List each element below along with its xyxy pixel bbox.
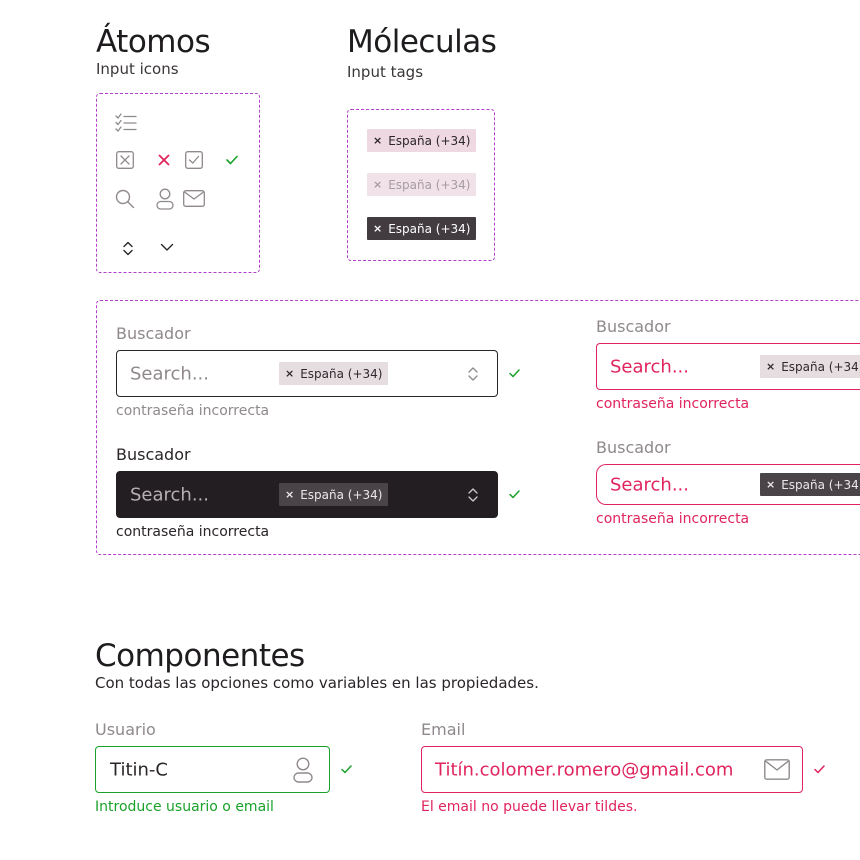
input-helper-error: contraseña incorrecta: [596, 511, 750, 527]
tag-label: España (+34): [781, 359, 860, 374]
search-input-error[interactable]: Search... × España (+34): [596, 343, 860, 390]
user-icon: [293, 757, 313, 783]
tag-remove-icon[interactable]: ×: [373, 134, 383, 147]
tag-label: España (+34): [388, 133, 471, 148]
tag-remove-icon[interactable]: ×: [373, 222, 383, 235]
tag-label: España (+34): [781, 477, 860, 492]
search-placeholder: Search...: [130, 363, 210, 384]
input-tag[interactable]: × España (+34): [279, 483, 389, 506]
sort-icon[interactable]: [467, 487, 479, 503]
tag-label: España (+34): [388, 177, 471, 192]
search-placeholder: Search...: [610, 356, 690, 377]
inputs-frame: [96, 300, 860, 555]
user-input[interactable]: Titin-C: [95, 746, 330, 793]
input-label: Buscador: [596, 317, 671, 336]
input-label: Buscador: [116, 324, 191, 343]
input-helper: contraseña incorrecta: [116, 524, 270, 540]
tag-remove-icon: ×: [373, 178, 383, 191]
email-helper-error: El email no puede llevar tildes.: [421, 799, 638, 815]
search-placeholder: Search...: [610, 474, 690, 495]
tag-dark[interactable]: × España (+34): [367, 217, 477, 240]
user-value: Titin-C: [110, 759, 168, 780]
search-input-default[interactable]: Search... × España (+34): [116, 350, 498, 397]
tag-disabled: × España (+34): [367, 173, 477, 196]
check-icon: [226, 155, 238, 165]
tag-remove-icon[interactable]: ×: [766, 478, 776, 491]
tag-remove-icon[interactable]: ×: [285, 488, 295, 501]
tag-label: España (+34): [388, 221, 471, 236]
tag-remove-icon[interactable]: ×: [766, 360, 776, 373]
email-label: Email: [421, 720, 466, 739]
components-subtitle: Con todas las opciones como variables en…: [95, 674, 539, 692]
input-helper: contraseña incorrecta: [116, 403, 270, 419]
check-box-icon: [185, 151, 203, 169]
search-input-dark[interactable]: Search... × España (+34): [116, 471, 498, 518]
tag-remove-icon[interactable]: ×: [285, 367, 295, 380]
chevron-down-icon: [160, 243, 174, 251]
close-box-icon: [116, 151, 134, 169]
input-label: Buscador: [596, 438, 671, 457]
check-icon: [509, 490, 520, 499]
atoms-subtitle: Input icons: [96, 60, 179, 78]
email-value: Titín.colomer.romero@gmail.com: [435, 759, 734, 780]
components-title: Componentes: [95, 638, 305, 674]
mail-icon: [764, 759, 790, 780]
user-helper: Introduce usuario o email: [95, 799, 274, 815]
input-helper-error: contraseña incorrecta: [596, 396, 750, 412]
sort-icon[interactable]: [467, 366, 479, 382]
search-placeholder: Search...: [130, 484, 210, 505]
molecules-frame: × España (+34) × España (+34) × España (…: [347, 109, 495, 261]
checklist-icon: [115, 113, 137, 132]
input-tag[interactable]: × España (+34): [279, 362, 389, 385]
tag-label: España (+34): [300, 487, 383, 502]
close-icon: [158, 154, 170, 166]
check-icon: [509, 369, 520, 378]
tag-label: España (+34): [300, 366, 383, 381]
input-label: Buscador: [116, 445, 191, 464]
sort-icon: [123, 241, 133, 256]
input-tag[interactable]: × España (+34): [760, 473, 860, 496]
check-icon: [341, 765, 352, 774]
atoms-frame: [96, 93, 260, 273]
mail-icon: [183, 190, 205, 207]
user-label: Usuario: [95, 720, 156, 739]
input-tag[interactable]: × España (+34): [760, 355, 860, 378]
search-input-error-rounded[interactable]: Search... × España (+34): [596, 464, 860, 505]
search-icon: [115, 189, 135, 209]
atoms-title: Átomos: [96, 24, 211, 60]
user-icon: [156, 188, 174, 210]
molecules-title: Móleculas: [347, 24, 497, 60]
check-icon: [814, 765, 825, 774]
molecules-subtitle: Input tags: [347, 63, 424, 81]
email-input[interactable]: Titín.colomer.romero@gmail.com: [421, 746, 803, 793]
tag-default[interactable]: × España (+34): [367, 129, 477, 152]
